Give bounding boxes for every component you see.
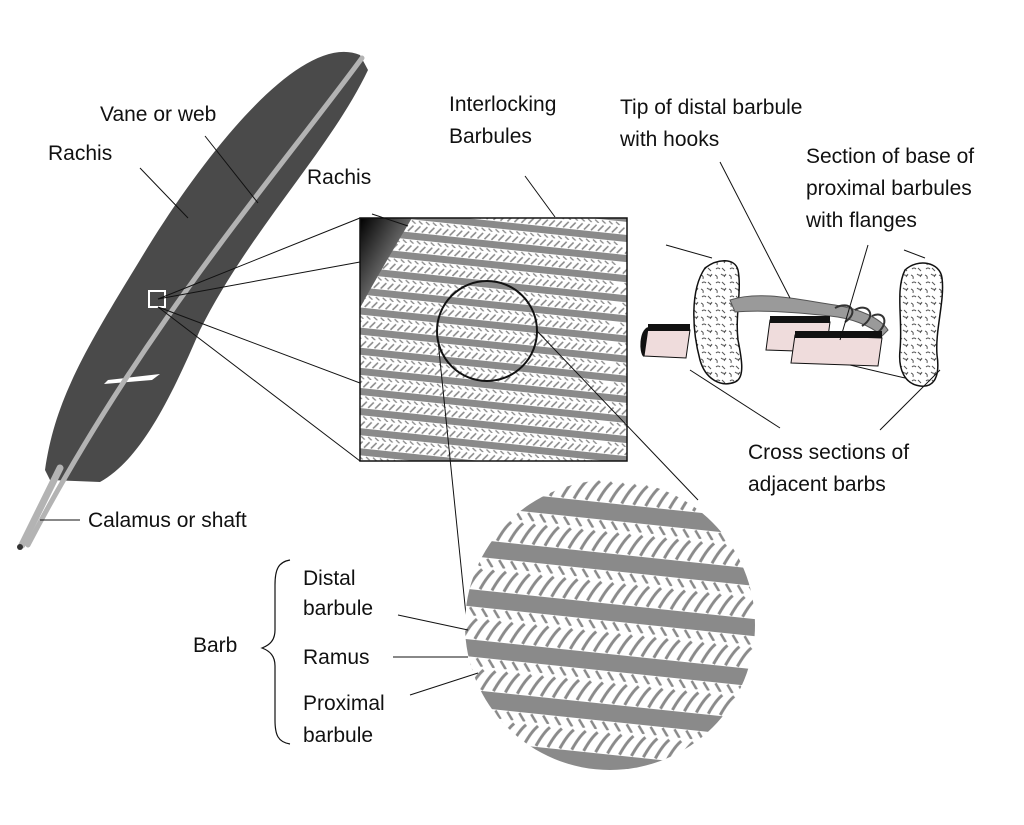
barbules-zoom-square [359, 217, 628, 462]
label-vane: Vane or web [100, 103, 216, 126]
feather-icon [17, 51, 368, 550]
vane-notch [104, 374, 160, 384]
label-distal-2: barbule [303, 597, 373, 620]
label-calamus: Calamus or shaft [88, 509, 247, 532]
label-cross-1: Cross sections of [748, 441, 909, 464]
label-section-1: Section of base of [806, 145, 974, 168]
label-interlocking-1: Interlocking [449, 93, 556, 116]
label-rachis-zoom: Rachis [307, 166, 371, 189]
label-barb: Barb [193, 634, 237, 657]
label-distal-1: Distal [303, 567, 356, 590]
label-tip-1: Tip of distal barbule [620, 96, 803, 119]
label-cross-2: adjacent barbs [748, 473, 886, 496]
barb-detail-circle [465, 480, 755, 770]
label-section-3: with flanges [805, 209, 917, 232]
barb-leader-lines [393, 614, 479, 696]
label-rachis-main: Rachis [48, 142, 112, 165]
proximal-flange-left [640, 324, 691, 359]
calamus-tip [17, 544, 23, 550]
labels: Vane or web Rachis Rachis Interlocking B… [48, 93, 974, 747]
calamus-shaft [18, 464, 64, 549]
label-interlocking-2: Barbules [449, 125, 532, 148]
zoom-leader-lines [371, 175, 699, 616]
label-proximal-1: Proximal [303, 692, 385, 715]
label-section-2: proximal barbules [806, 177, 972, 200]
label-proximal-2: barbule [303, 724, 373, 747]
barb-brace [260, 559, 291, 745]
distal-barbule [729, 295, 889, 337]
zoom-selection-box [148, 290, 166, 308]
barb-cross-section-left [693, 260, 743, 385]
proximal-flange-right [790, 331, 883, 367]
feather-rachis [25, 55, 365, 548]
label-ramus: Ramus [303, 646, 370, 669]
feather-leader-lines [40, 135, 361, 521]
cross-section-diagram [640, 161, 944, 431]
label-tip-2: with hooks [619, 128, 719, 151]
barb-cross-section-right [898, 262, 944, 387]
